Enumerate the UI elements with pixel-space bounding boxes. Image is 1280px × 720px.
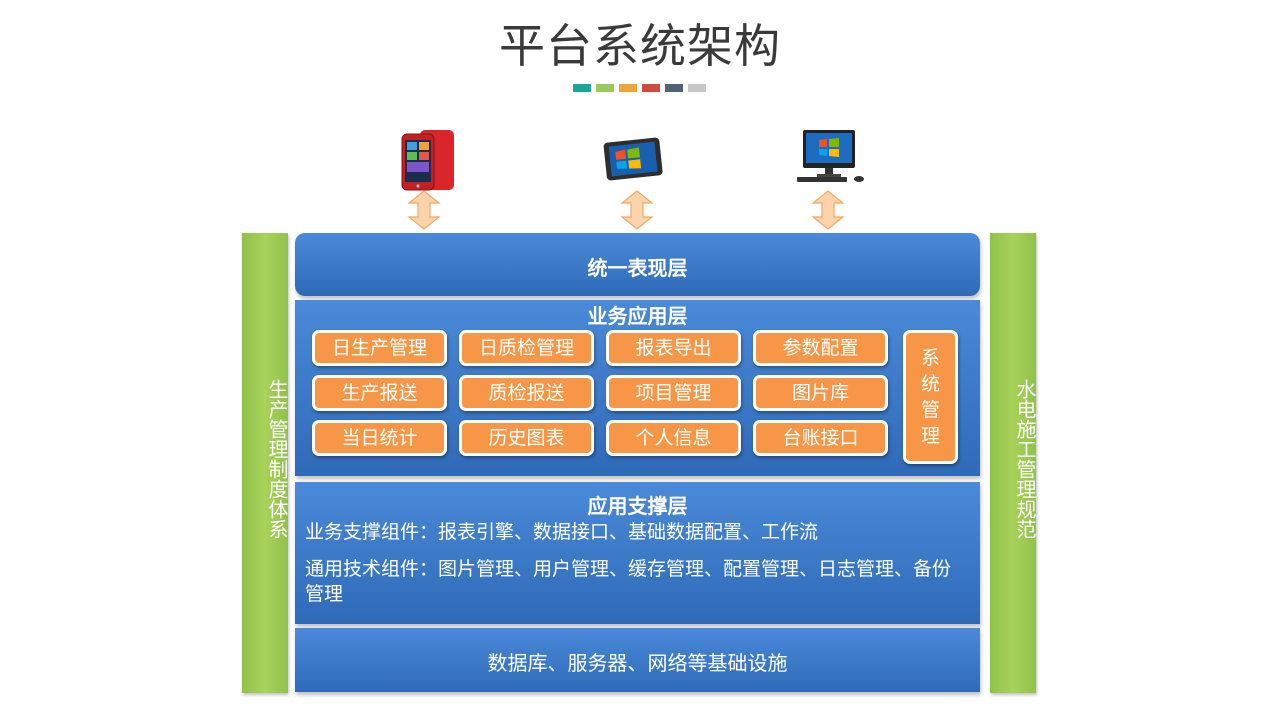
business-support-components: 业务支撑组件：报表引擎、数据接口、基础数据配置、工作流 — [305, 521, 819, 543]
system-management-module: 系统管理 — [903, 330, 958, 464]
bidirectional-arrow-icon — [620, 190, 654, 230]
presentation-layer-title: 统一表现层 — [587, 256, 688, 280]
module-box: 台账接口 — [753, 420, 888, 456]
right-side-label: 水电施工管理规范 — [1013, 379, 1037, 539]
tablet-icon — [603, 137, 663, 181]
business-layer-title: 业务应用层 — [587, 304, 688, 328]
module-box: 报表导出 — [606, 330, 741, 366]
module-box: 个人信息 — [606, 420, 741, 456]
module-box: 图片库 — [753, 375, 888, 411]
swatch-orange — [619, 84, 637, 92]
system-management-label: 系统管理 — [920, 347, 940, 447]
desktop-icon — [797, 130, 864, 182]
business-layer: 业务应用层 日生产管理 日质检管理 报表导出 参数配置 生产报送 质检报送 项目… — [295, 300, 980, 476]
support-layer: 应用支撑层 业务支撑组件：报表引擎、数据接口、基础数据配置、工作流 通用技术组件… — [295, 482, 980, 624]
smartphone-icon — [401, 130, 454, 191]
presentation-layer: 统一表现层 — [295, 233, 980, 296]
right-side-bar: 水电施工管理规范 — [990, 233, 1037, 693]
module-box: 当日统计 — [312, 420, 447, 456]
swatch-slate — [665, 84, 683, 92]
swatch-red — [642, 84, 660, 92]
module-grid: 日生产管理 日质检管理 报表导出 参数配置 生产报送 质检报送 项目管理 图片库… — [312, 330, 888, 456]
bidirectional-arrow-icon — [811, 190, 845, 230]
color-swatch-strip — [573, 84, 706, 92]
infrastructure-layer: 数据库、服务器、网络等基础设施 — [295, 628, 980, 692]
swatch-teal — [573, 84, 591, 92]
module-box: 日生产管理 — [312, 330, 447, 366]
common-tech-components: 通用技术组件：图片管理、用户管理、缓存管理、配置管理、日志管理、备份管理 — [305, 558, 952, 605]
swatch-gray — [688, 84, 706, 92]
module-box: 质检报送 — [459, 375, 594, 411]
infrastructure-layer-title: 数据库、服务器、网络等基础设施 — [487, 651, 788, 675]
support-layer-title: 应用支撑层 — [587, 494, 688, 518]
module-box: 项目管理 — [606, 375, 741, 411]
bidirectional-arrow-icon — [407, 190, 441, 230]
page-title: 平台系统架构 — [499, 19, 781, 73]
module-box: 日质检管理 — [459, 330, 594, 366]
left-side-label: 生产管理制度体系 — [265, 379, 289, 539]
module-box: 历史图表 — [459, 420, 594, 456]
module-box: 生产报送 — [312, 375, 447, 411]
left-side-bar: 生产管理制度体系 — [242, 233, 289, 693]
module-box: 参数配置 — [753, 330, 888, 366]
swatch-green — [596, 84, 614, 92]
